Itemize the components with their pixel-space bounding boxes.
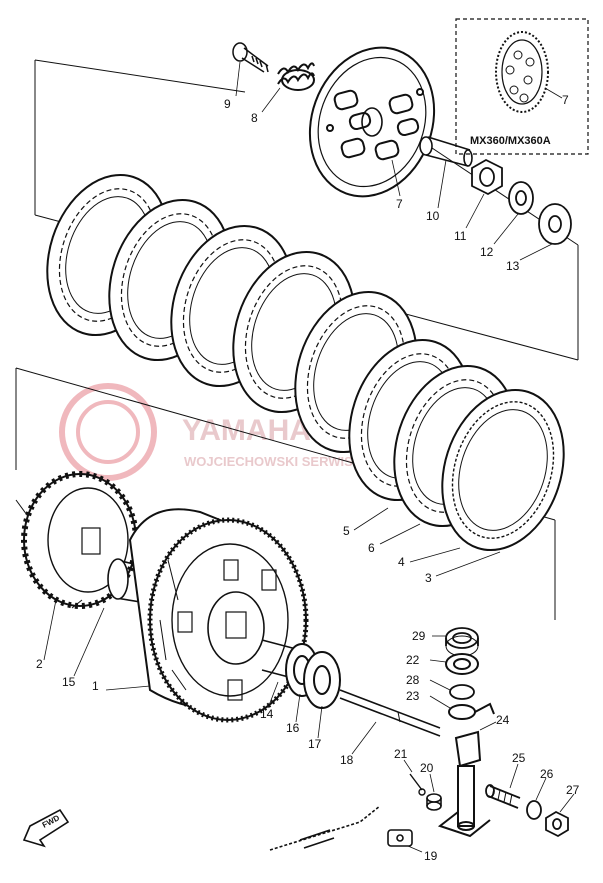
washer-part-26 — [526, 800, 542, 820]
callout-11: 11 — [454, 229, 467, 243]
inset-box: MX360/MX360A — [455, 18, 589, 155]
callout-15: 15 — [62, 675, 76, 689]
callout-3: 3 — [425, 571, 432, 585]
nut-part-27 — [545, 810, 569, 838]
callout-labels: 1 2 3 4 5 6 7 7 8 9 10 11 12 13 14 15 16… — [36, 93, 580, 863]
spring-part-8 — [277, 62, 315, 91]
push-lever-part-24 — [437, 730, 491, 838]
callout-2: 2 — [36, 657, 43, 671]
plug-part-20 — [426, 793, 442, 811]
bearing-part-29 — [445, 627, 479, 657]
inset-pressure-plate — [495, 31, 549, 113]
callout-14: 14 — [260, 707, 274, 721]
callout-26: 26 — [540, 767, 554, 781]
return-spring-part-23 — [448, 702, 495, 720]
washer-part-17 — [303, 651, 341, 709]
callout-6: 6 — [368, 541, 375, 555]
washer-part-12 — [508, 181, 534, 215]
callout-22: 22 — [406, 653, 420, 667]
steel-plate — [441, 388, 565, 552]
inset-model-label: MX360/MX360A — [470, 135, 551, 147]
callout-7a: 7 — [396, 197, 403, 211]
callout-23: 23 — [406, 689, 420, 703]
callout-13: 13 — [506, 259, 520, 273]
leader-lines — [43, 61, 575, 853]
callout-27: 27 — [566, 783, 580, 797]
cable-holder-part-19 — [269, 805, 413, 851]
nut-part-11 — [471, 158, 503, 196]
callout-8: 8 — [251, 111, 258, 125]
callout-16: 16 — [286, 721, 300, 735]
bolt-part-9 — [232, 42, 269, 73]
callout-24: 24 — [496, 713, 510, 727]
callout-7b: 7 — [562, 93, 569, 107]
callout-21: 21 — [394, 747, 408, 761]
callout-29: 29 — [412, 629, 426, 643]
fwd-direction-arrow: FWD — [22, 808, 70, 848]
callout-5: 5 — [343, 524, 350, 538]
callout-18: 18 — [340, 753, 354, 767]
o-ring-part-28 — [449, 684, 475, 700]
callout-10: 10 — [426, 209, 440, 223]
push-rod-part-18 — [339, 689, 441, 737]
watermark-logo — [59, 383, 157, 481]
callout-19: 19 — [424, 849, 438, 863]
clutch-housing-part-1 — [128, 508, 309, 723]
callout-1: 1 — [92, 679, 99, 693]
callout-9: 9 — [224, 97, 231, 111]
inset-frame — [455, 18, 589, 155]
callout-12: 12 — [480, 245, 494, 259]
watermark-logo-inner — [76, 400, 140, 464]
callout-25: 25 — [512, 751, 526, 765]
oil-seal-part-22 — [445, 653, 479, 675]
lower-assembly-frame — [15, 367, 556, 620]
push-rod-part-10 — [419, 136, 473, 167]
callout-4: 4 — [398, 555, 405, 569]
pressure-plate-part-7 — [308, 46, 436, 198]
pin-part-21 — [409, 773, 426, 796]
washer-part-13 — [538, 203, 572, 245]
adjust-screw-part-25 — [485, 784, 521, 809]
callout-28: 28 — [406, 673, 420, 687]
clutch-plate-stack — [46, 173, 565, 552]
callout-17: 17 — [308, 737, 322, 751]
callout-20: 20 — [420, 761, 434, 775]
